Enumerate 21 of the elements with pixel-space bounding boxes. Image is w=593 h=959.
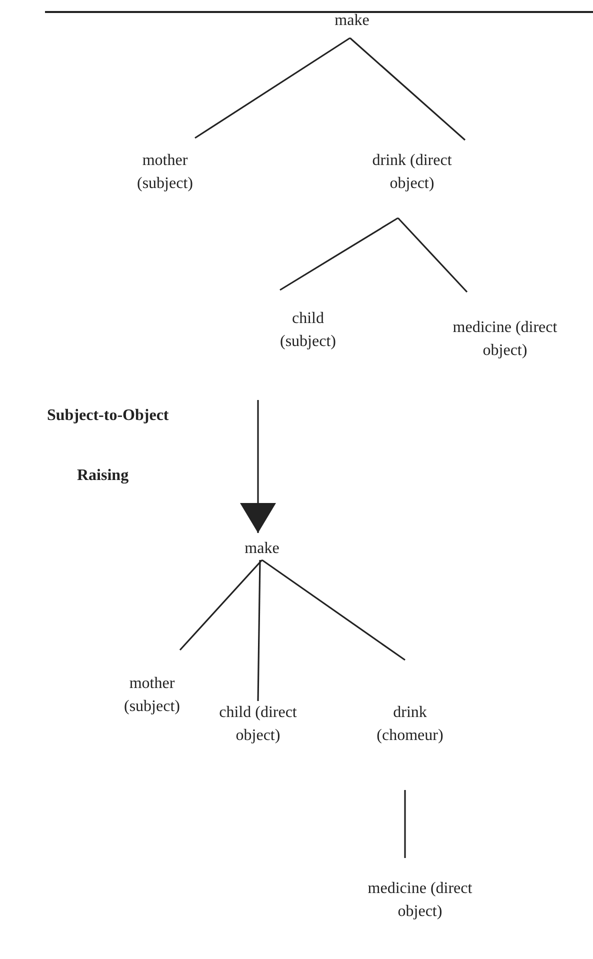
- tree-node-label: child (subject): [279, 309, 337, 352]
- tree-node-label: child (direct object): [218, 703, 298, 746]
- tree-node-label: medicine (direct object): [366, 879, 474, 922]
- tree-branch-line: [349, 37, 466, 141]
- transformation-label: Raising: [77, 467, 129, 485]
- tree-branch-line: [257, 560, 261, 702]
- tree-branch-line: [179, 559, 263, 651]
- tree-node-label: mother (subject): [136, 151, 194, 194]
- tree-branch-line: [262, 559, 406, 661]
- arrow: [240, 400, 276, 533]
- tree-branch-line: [404, 790, 406, 858]
- tree-branch-line: [280, 217, 398, 291]
- tree-node-label: make: [334, 11, 370, 31]
- tree-node-label: make: [244, 539, 280, 559]
- tree-node-label: drink (chomeur): [376, 703, 444, 746]
- tree-node-label: medicine (direct object): [452, 318, 558, 361]
- transformation-label: Subject-to-Object: [47, 407, 169, 425]
- tree-node-label: mother (subject): [123, 674, 181, 717]
- tree-node-label: drink (direct object): [371, 151, 453, 194]
- tree-branch-line: [194, 37, 350, 139]
- tree-branch-line: [397, 217, 468, 293]
